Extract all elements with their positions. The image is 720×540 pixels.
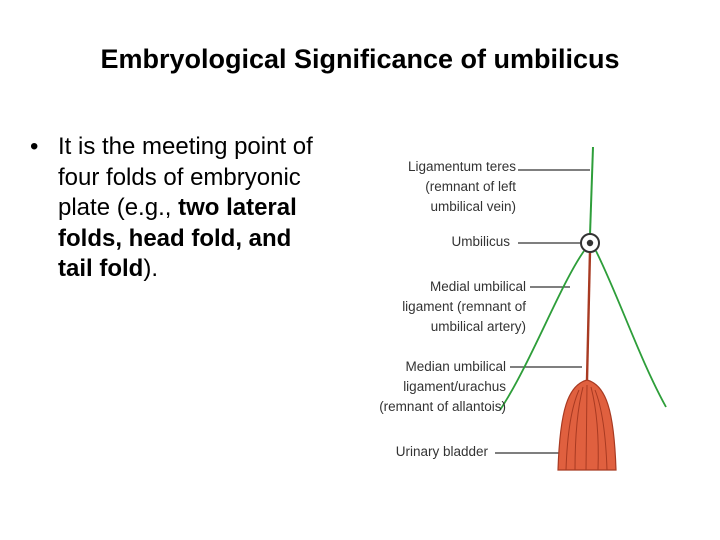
slide-title: Embryological Significance of umbilicus (100, 44, 620, 74)
umbilicus-center (586, 239, 594, 247)
label-ligamentum-teres: Ligamentum teres (remnant of left umbili… (407, 159, 516, 214)
umbilicus-diagram: Ligamentum teres (remnant of left umbili… (350, 135, 690, 475)
bladder-stripe (574, 386, 584, 471)
label-median-umbilical-ligament: Median umbilical ligament/urachus (remna… (379, 359, 506, 414)
left-medial-ligament-line (499, 250, 585, 411)
umbilicus-diagram-svg (495, 146, 667, 471)
label-medial-umbilical-ligament: Medial umbilical ligament (remnant of um… (402, 279, 526, 334)
bullet-list: • It is the meeting point of four folds … (30, 132, 320, 285)
bullet-text-part1: It is the meeting point of four folds of… (58, 133, 313, 221)
bladder-stripe (565, 389, 580, 471)
right-medial-ligament-line (595, 250, 667, 408)
bullet-text-part2: ). (143, 255, 158, 282)
bullet-text-bold: two lateral folds, head fold, and tail f… (58, 194, 297, 282)
bladder-stripe (585, 384, 588, 471)
label-urinary-bladder: Urinary bladder (395, 444, 488, 459)
bladder-stripe (594, 389, 608, 471)
bullet-item: • It is the meeting point of four folds … (30, 132, 320, 285)
bladder-stripe (590, 386, 599, 471)
bullet-symbol: • (30, 133, 39, 160)
bullet-text: It is the meeting point of four folds of… (58, 132, 320, 285)
label-umbilicus: Umbilicus (451, 234, 510, 249)
urachus-line (585, 250, 592, 381)
ligamentum-teres-line (589, 146, 594, 236)
